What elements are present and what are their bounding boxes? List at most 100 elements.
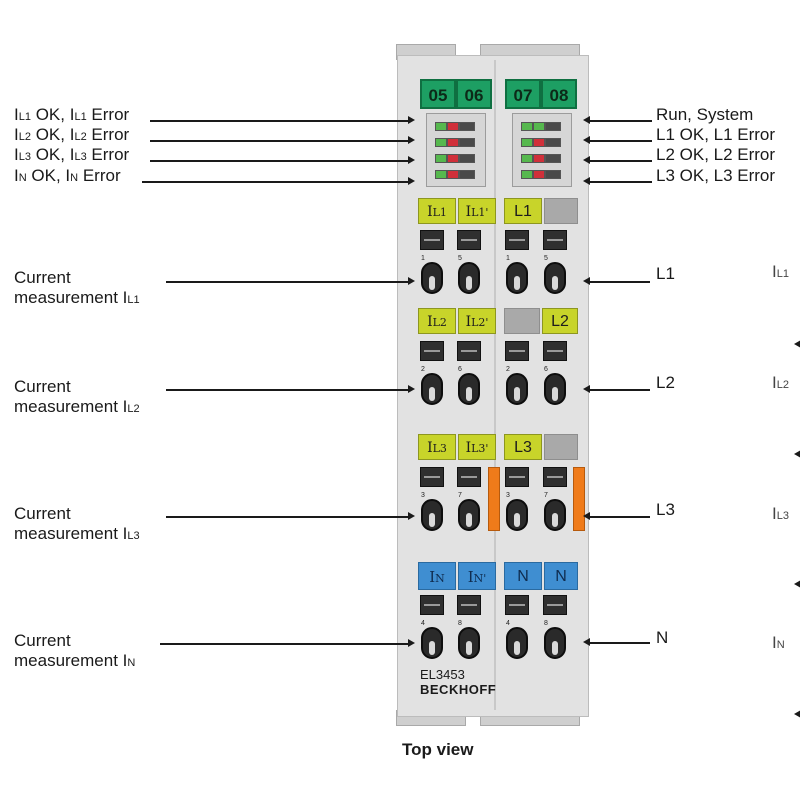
led-run (521, 122, 533, 131)
spring-clamp[interactable] (421, 262, 443, 294)
led-system (533, 122, 545, 131)
pointer-line (588, 516, 650, 518)
led-number-08: 08 (541, 79, 577, 109)
terminal-label-il2: IL2 (418, 308, 456, 334)
release-button[interactable] (457, 230, 481, 250)
pin-number: 8 (458, 620, 462, 627)
spring-clamp[interactable] (506, 627, 528, 659)
phase-label-n: N (656, 628, 669, 647)
spring-clamp[interactable] (421, 373, 443, 405)
terminal-label-n-2: N (544, 562, 578, 590)
pointer-line (142, 181, 410, 183)
terminal-label-il3-prime: IL3' (458, 434, 496, 460)
release-button[interactable] (420, 595, 444, 615)
release-button[interactable] (420, 230, 444, 250)
arrow-head (794, 450, 800, 458)
release-button[interactable] (505, 230, 529, 250)
pointer-line (150, 120, 410, 122)
housing-divider (494, 60, 496, 710)
arrow-head (583, 512, 590, 520)
release-button[interactable] (505, 467, 529, 487)
phase-label-l2: L2 (656, 373, 675, 392)
release-button[interactable] (457, 595, 481, 615)
spring-clamp[interactable] (544, 262, 566, 294)
release-button[interactable] (543, 341, 567, 361)
spring-clamp[interactable] (458, 262, 480, 294)
phase-label-l1: L1 (656, 264, 675, 283)
release-button[interactable] (543, 595, 567, 615)
release-button[interactable] (505, 595, 529, 615)
spring-clamp[interactable] (458, 627, 480, 659)
release-button[interactable] (457, 341, 481, 361)
release-button[interactable] (420, 467, 444, 487)
pointer-line (150, 160, 410, 162)
spring-clamp[interactable] (458, 499, 480, 531)
arrow-head (408, 156, 415, 164)
pin-number: 3 (421, 492, 425, 499)
led-il2-error (447, 138, 459, 147)
arrow-head (583, 116, 590, 124)
led-number-05: 05 (420, 79, 456, 109)
led-il1-error (447, 122, 459, 131)
pin-number: 1 (421, 255, 425, 262)
terminal-label-blank (544, 198, 578, 224)
terminal-label-l3: L3 (504, 434, 542, 460)
pointer-line (588, 140, 652, 142)
led-l3-error (533, 170, 545, 179)
terminal-label-il2-prime: IL2' (458, 308, 496, 334)
pointer-line (166, 516, 410, 518)
pin-number: 4 (506, 620, 510, 627)
led-l1-off (545, 138, 561, 147)
terminal-label-il1: IL1 (418, 198, 456, 224)
led-number-06: 06 (456, 79, 492, 109)
spring-clamp[interactable] (506, 499, 528, 531)
terminal-label-il3: IL3 (418, 434, 456, 460)
led-il3-error (447, 154, 459, 163)
pin-number: 7 (544, 492, 548, 499)
far-right-label-il1: IL1 (772, 262, 789, 281)
pointer-line (588, 281, 650, 283)
brand-logo: BECKHOFF (420, 682, 497, 697)
left-led-label-il2: IL2 OK, IL2 Error (14, 125, 130, 144)
release-button[interactable] (420, 341, 444, 361)
arrow-head (408, 136, 415, 144)
release-button[interactable] (543, 467, 567, 487)
terminal-label-l1: L1 (504, 198, 542, 224)
arrow-head (794, 340, 800, 348)
right-led-label-l1: L1 OK, L1 Error (656, 125, 776, 144)
pointer-line (588, 120, 652, 122)
spring-clamp[interactable] (544, 627, 566, 659)
terminal-label-n: N (504, 562, 542, 590)
pin-number: 5 (544, 255, 548, 262)
terminal-label-blank (544, 434, 578, 460)
arrow-head (583, 177, 590, 185)
release-button[interactable] (457, 467, 481, 487)
current-measurement-il3: Current measurement IL3 (14, 504, 140, 543)
spring-clamp[interactable] (506, 262, 528, 294)
arrow-head (583, 136, 590, 144)
led-l2-error (533, 154, 545, 163)
led-il1-ok (435, 122, 447, 131)
spring-clamp[interactable] (421, 499, 443, 531)
spring-clamp[interactable] (458, 373, 480, 405)
spring-clamp[interactable] (544, 499, 566, 531)
led-l2-off (545, 154, 561, 163)
led-il3-off (459, 154, 475, 163)
release-button[interactable] (505, 341, 529, 361)
arrow-head (408, 177, 415, 185)
arrow-head (583, 638, 590, 646)
led-l1-error (533, 138, 545, 147)
orange-marker (573, 467, 585, 531)
pin-number: 1 (506, 255, 510, 262)
spring-clamp[interactable] (544, 373, 566, 405)
pointer-line (588, 389, 650, 391)
release-button[interactable] (543, 230, 567, 250)
model-number: EL3453 (420, 667, 465, 682)
pin-number: 2 (421, 366, 425, 373)
spring-clamp[interactable] (506, 373, 528, 405)
spring-clamp[interactable] (421, 627, 443, 659)
arrow-head (408, 277, 415, 285)
led-il3-ok (435, 154, 447, 163)
arrow-head (408, 116, 415, 124)
led-panel-right (512, 113, 572, 187)
